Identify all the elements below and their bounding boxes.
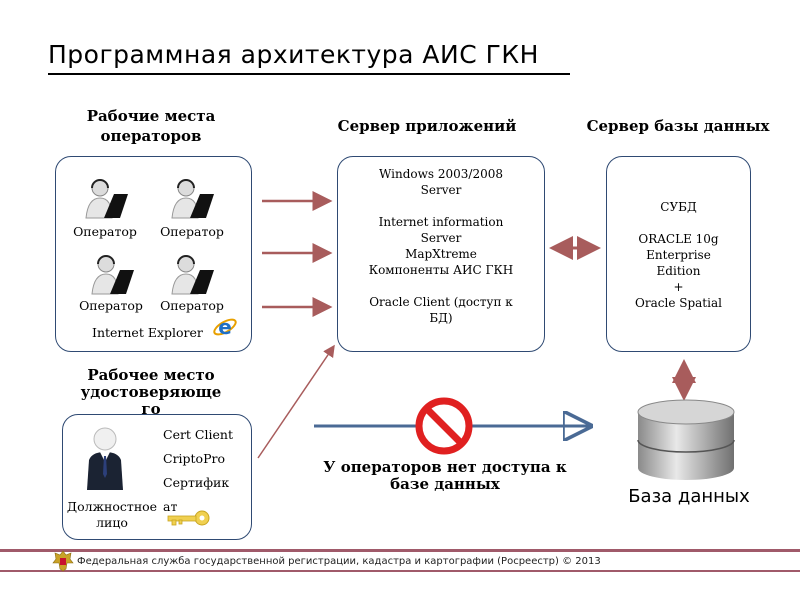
app-server-line: БД)	[429, 311, 453, 325]
arrow-certifier-to-app	[257, 344, 335, 459]
app-server-line: Oracle Client (доступ к	[369, 295, 513, 309]
app-server-line: Компоненты АИС ГКН	[368, 263, 514, 277]
footer-text: Федеральная служба государственной регис…	[77, 556, 601, 567]
db-server-line: Edition	[656, 264, 701, 278]
db-server-line: +	[673, 280, 684, 294]
no-access-note: У операторов нет доступа к базе данных	[323, 458, 567, 493]
app-server-header: Сервер приложений	[337, 117, 517, 135]
app-server-line: Server	[420, 183, 462, 197]
operator-label: Оператор	[79, 298, 143, 313]
operator-label: Оператор	[160, 298, 224, 313]
operator-headset-icon	[85, 179, 128, 219]
operators-box	[55, 156, 252, 352]
operator-label: Оператор	[160, 224, 224, 239]
app-server-spacer	[341, 198, 541, 214]
db-server-line: ORACLE 10g	[638, 232, 719, 246]
app-server-box	[337, 156, 545, 352]
internet-explorer-icon: e	[213, 315, 237, 339]
app-server-line: MapXtreme	[405, 247, 477, 261]
db-server-line: Oracle Spatial	[635, 296, 722, 310]
operator-headset-icon	[171, 255, 214, 295]
db-server-line: Enterprise	[646, 248, 711, 262]
app-server-content: Windows 2003/2008 Server Internet inform…	[341, 166, 541, 326]
footer-band-top	[0, 549, 800, 552]
operator-label: Оператор	[73, 224, 137, 239]
app-server-line: Windows 2003/2008	[379, 167, 503, 181]
certifier-header: Рабочее место удостоверяюще го	[80, 366, 222, 418]
db-server-spacer	[608, 215, 749, 231]
app-server-line: Server	[420, 231, 462, 245]
key-icon	[167, 510, 210, 526]
db-server-header: Сервер базы данных	[586, 117, 770, 135]
coat-of-arms-icon	[52, 550, 74, 572]
official-person-icon	[87, 427, 123, 490]
page-title: Программная архитектура АИС ГКН	[48, 40, 539, 69]
db-server-line: СУБД	[660, 200, 697, 214]
footer-band-bottom	[0, 570, 800, 572]
database-cylinder-icon	[637, 399, 735, 480]
app-server-spacer	[341, 278, 541, 294]
certificate-label: Сертифик	[163, 475, 230, 490]
db-server-content: СУБД ORACLE 10g Enterprise Edition + Ora…	[608, 199, 749, 311]
svg-text:e: e	[218, 315, 232, 339]
criptopro-label: CriptoPro	[163, 451, 225, 466]
database-label: База данных	[628, 486, 750, 507]
title-underline	[48, 73, 570, 75]
app-server-line: Internet information	[378, 215, 504, 229]
browser-label: Internet Explorer	[92, 325, 203, 340]
certificate-label-cont: ат	[163, 499, 178, 514]
operator-headset-icon	[91, 255, 134, 295]
operators-header: Рабочие места операторов	[86, 107, 216, 145]
cert-client-label: Cert Client	[163, 427, 233, 442]
person-label: Должностное лицо	[66, 499, 158, 530]
operator-headset-icon	[171, 179, 214, 219]
prohibited-icon	[415, 397, 473, 455]
db-server-box	[606, 156, 751, 352]
